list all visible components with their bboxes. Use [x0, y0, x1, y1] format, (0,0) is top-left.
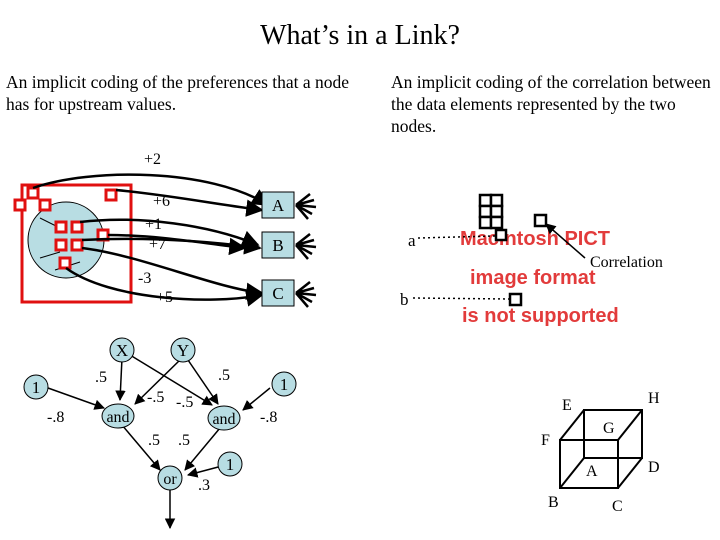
weight-label: -.8	[47, 409, 64, 426]
or-bias-node: 1	[217, 451, 243, 477]
weight-label: .5	[218, 367, 230, 384]
grid-node-icon	[478, 193, 548, 307]
or-node: or	[157, 465, 183, 491]
svg-text:is not supported: is not supported	[462, 305, 619, 327]
weight-label: +7	[149, 236, 166, 253]
logic-network: X Y 1 1 1 and and or	[23, 337, 297, 530]
svg-text:and: and	[106, 409, 129, 426]
node-b-label: b	[400, 290, 409, 309]
cube-label: C	[612, 498, 623, 515]
cube-label: H	[648, 390, 660, 407]
weight-label: +6	[153, 193, 170, 210]
svg-text:1: 1	[32, 378, 41, 397]
right-description: An implicit coding of the correlation be…	[391, 72, 711, 136]
target-node-c: C	[261, 279, 317, 308]
right-bias-node: 1	[271, 371, 297, 397]
slide-title: What’s in a Link?	[260, 20, 460, 51]
red-frame	[20, 183, 133, 304]
weight-label: -3	[138, 270, 151, 287]
svg-text:A: A	[272, 196, 285, 215]
correlation-diagram: Macintosh PICT image format is not suppo…	[400, 193, 663, 327]
svg-text:image format: image format	[470, 267, 596, 289]
left-description: An implicit coding of the preferences th…	[6, 72, 350, 114]
left-bias-node: 1	[23, 374, 49, 400]
cube-label: F	[541, 432, 550, 449]
correlation-arrow	[545, 223, 586, 259]
pict-placeholder: Macintosh PICT image format is not suppo…	[460, 228, 619, 327]
svg-text:Macintosh PICT: Macintosh PICT	[460, 228, 610, 250]
weight-label: +2	[144, 151, 161, 168]
node-x: X	[109, 337, 135, 363]
weight-label: -.5	[176, 394, 193, 411]
target-node-b: B	[261, 231, 317, 260]
link-b	[412, 297, 511, 300]
svg-text:1: 1	[226, 455, 235, 474]
weight-label: -.8	[260, 409, 277, 426]
cube-label: D	[648, 459, 660, 476]
weight-label: .5	[178, 432, 190, 449]
and-node-left: and	[101, 403, 135, 429]
weight-label: -.5	[147, 389, 164, 406]
target-node-a: A	[261, 191, 317, 220]
svg-text:or: or	[163, 471, 177, 488]
necker-cube: E H F G A D B C	[541, 390, 660, 515]
svg-text:and: and	[212, 411, 235, 428]
preference-links	[32, 173, 270, 307]
svg-text:Y: Y	[177, 341, 189, 360]
weight-label: +1	[145, 216, 162, 233]
cube-label: G	[603, 420, 615, 437]
svg-text:1: 1	[280, 375, 289, 394]
svg-text:X: X	[116, 341, 128, 360]
weight-label: .5	[95, 369, 107, 386]
cube-label: B	[548, 494, 559, 511]
weight-label: +5	[156, 289, 173, 306]
and-node-right: and	[207, 405, 241, 431]
weight-label: .5	[148, 432, 160, 449]
cube-label: A	[586, 463, 598, 480]
node-a-label: a	[408, 231, 416, 250]
preference-diagram: +2 +6 +1 +7 -3 +5 A B C	[13, 151, 317, 308]
node-y: Y	[170, 337, 196, 363]
svg-text:C: C	[272, 284, 283, 303]
correlation-label: Correlation	[590, 254, 663, 271]
cube-label: E	[562, 397, 572, 414]
weight-label: .3	[198, 477, 210, 494]
svg-text:B: B	[272, 236, 283, 255]
